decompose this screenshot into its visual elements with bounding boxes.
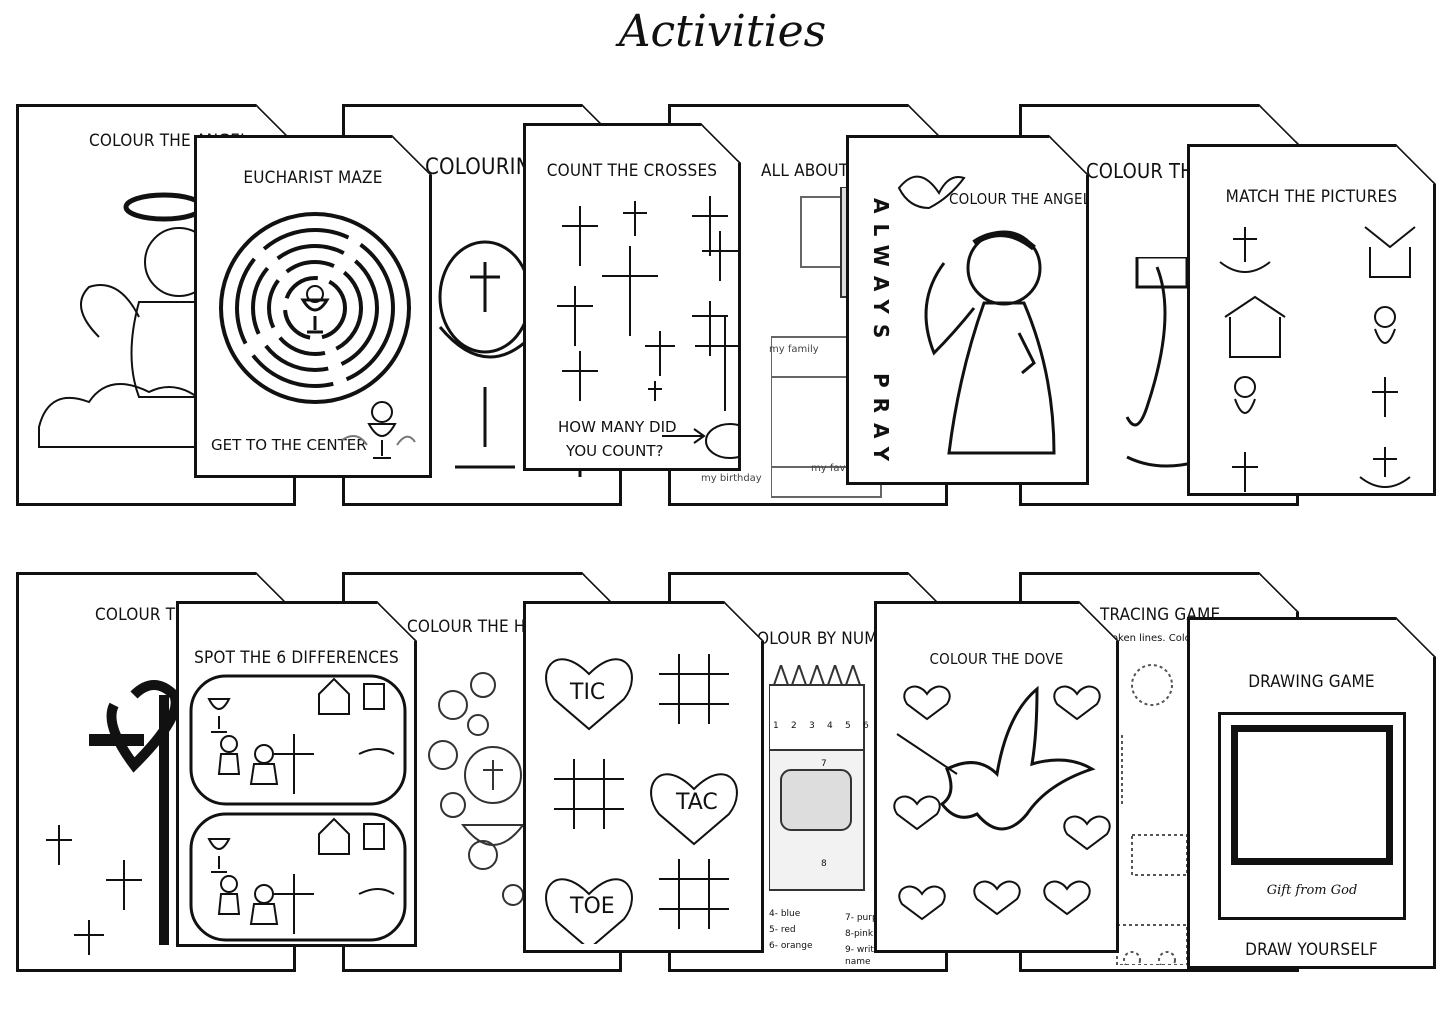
cbn-number-8: 8 xyxy=(821,859,827,869)
praying-angel-illustration xyxy=(904,213,1084,473)
snippet-text: my birthday xyxy=(701,473,762,484)
cross-heart-illustration xyxy=(34,635,194,955)
tic-tac-toe-board xyxy=(534,614,764,944)
worksheet-title: DRAWING GAME xyxy=(1248,672,1375,692)
differences-panels xyxy=(189,674,409,944)
worksheet-title: COLOUR THE DOVE xyxy=(929,650,1064,668)
match-icons xyxy=(1200,217,1430,497)
worksheet-footer: DRAW YOURSELF xyxy=(1245,940,1378,960)
snippet-text: my family xyxy=(769,344,819,355)
worksheet-title: COLOUR THE ANGEL xyxy=(949,190,1091,208)
question-text: YOU COUNT? xyxy=(566,442,664,460)
worksheet-title: SPOT THE 6 DIFFERENCES xyxy=(194,648,399,668)
worksheet-title: OLOUR BY NUMBER xyxy=(757,629,910,649)
drawing-area[interactable] xyxy=(1231,725,1393,865)
worksheet-colour-the-dove: COLOUR THE DOVE xyxy=(874,601,1119,953)
cbn-number-6: 6 xyxy=(863,721,869,731)
worksheet-count-the-crosses: COUNT THE CROSSES HOW MANY DID YOU COUNT… xyxy=(523,123,741,471)
maze-footer: GET TO THE CENTER xyxy=(211,436,367,454)
cbn-number-1: 1 xyxy=(773,721,779,731)
question-text: HOW MANY DID xyxy=(558,418,677,436)
maze-icon xyxy=(215,208,415,408)
frame-caption: Gift from God xyxy=(1266,883,1358,898)
cbn-legend-item: name xyxy=(845,957,871,967)
drawing-frame: Gift from God xyxy=(1218,712,1406,920)
crosses-illustration xyxy=(530,191,740,411)
chalice-icon xyxy=(337,400,417,470)
worksheet-title: MATCH THE PICTURES xyxy=(1225,187,1398,207)
cbn-number-7: 7 xyxy=(821,759,827,769)
cbn-legend-item: 9- writ xyxy=(845,945,874,955)
vertical-text: PRAY xyxy=(869,373,893,472)
cbn-legend-item: 6- orange xyxy=(769,941,813,951)
worksheet-title: EUCHARIST MAZE xyxy=(243,168,383,188)
crayon-box-illustration xyxy=(769,665,879,895)
worksheet-subtitle: roken lines. Color t xyxy=(1108,633,1202,644)
worksheet-drawing-game: DRAWING GAME Gift from God DRAW YOURSELF xyxy=(1187,617,1436,969)
worksheet-match-the-pictures: MATCH THE PICTURES xyxy=(1187,144,1436,496)
cross-drape-illustration xyxy=(1117,257,1197,487)
worksheet-eucharist-maze: EUCHARIST MAZE GET TO THE CENTER xyxy=(194,135,432,478)
cbn-legend-item: 4- blue xyxy=(769,909,801,919)
worksheet-tic-tac-toe: TIC TAC TOE xyxy=(523,601,764,953)
cbn-number-2: 2 xyxy=(791,721,797,731)
snippet-text: my favo xyxy=(811,463,852,474)
worksheet-colour-the-angel: COLOUR THE ANGEL ALWAYS PRAY xyxy=(846,135,1089,485)
worksheet-title: COLOUR THE HEA xyxy=(407,617,547,637)
tac-label: TAC xyxy=(676,790,718,815)
worksheet-spot-the-differences: SPOT THE 6 DIFFERENCES xyxy=(176,601,417,947)
worksheet-title: COLOUR THE xyxy=(95,605,197,625)
vertical-text: ALWAYS xyxy=(869,198,893,349)
cbn-legend-item: 7- purp xyxy=(845,913,878,923)
dove-icon xyxy=(889,153,969,223)
tic-label: TIC xyxy=(570,680,606,705)
worksheet-title: COUNT THE CROSSES xyxy=(546,161,718,181)
cbn-legend-item: 5- red xyxy=(769,925,796,935)
page-title: Activities xyxy=(618,6,827,57)
cbn-number-3: 3 xyxy=(809,721,815,731)
tracing-illustration xyxy=(1112,655,1192,965)
cbn-number-4: 4 xyxy=(827,721,833,731)
toe-label: TOE xyxy=(570,894,615,919)
dove-hearts-illustration xyxy=(887,674,1117,944)
cbn-number-5: 5 xyxy=(845,721,851,731)
cbn-legend-item: 8-pink xyxy=(845,929,874,939)
